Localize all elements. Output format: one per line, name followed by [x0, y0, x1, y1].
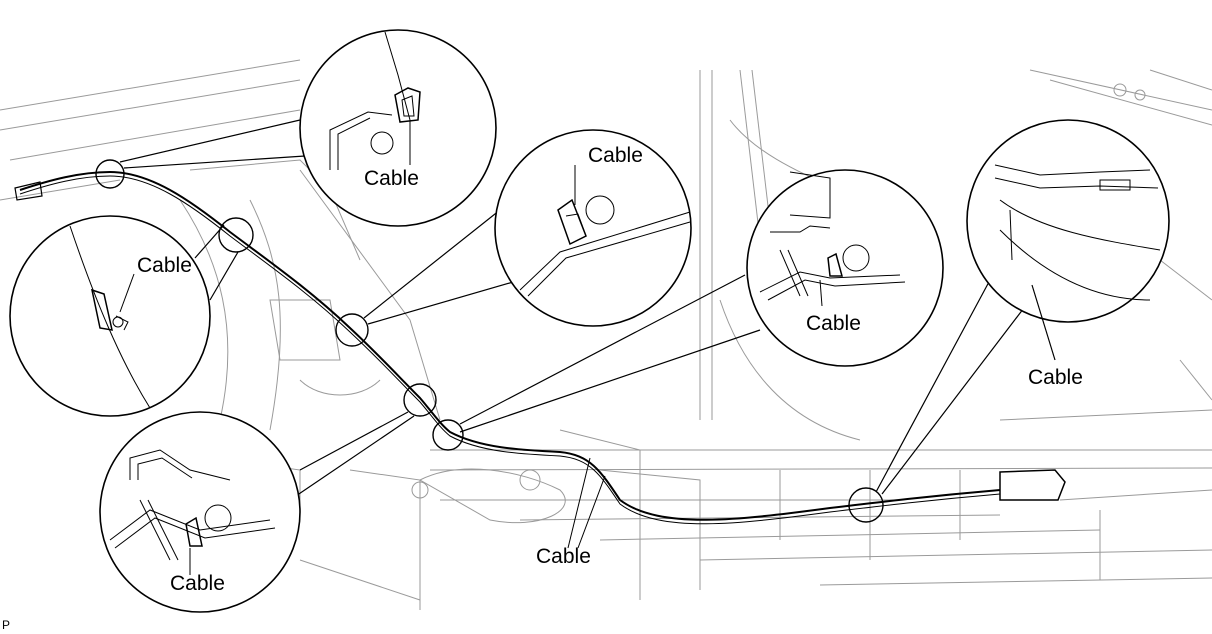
label-cable-bottom-center: Cable [536, 545, 591, 568]
vehicle-body-outline [0, 59, 1212, 610]
label-cable-bottom-left: Cable [170, 572, 225, 595]
clamp-marker-6 [848, 487, 884, 523]
clamp-marker-2 [218, 217, 254, 253]
detail-circle-right [966, 119, 1170, 361]
clamp-marker-5 [432, 419, 464, 451]
label-cable-upper-mid: Cable [588, 144, 643, 167]
bottom-cable-pointers [567, 457, 606, 549]
detail-circle-bottom-left [99, 411, 301, 613]
label-cable-right-mid: Cable [806, 312, 861, 335]
leader-lines [119, 119, 1031, 501]
cable-route [14, 170, 1066, 525]
clamp-markers [95, 159, 884, 523]
detail-circle-upper-mid [494, 129, 692, 327]
corner-marker: P [2, 618, 11, 632]
detail-circle-left [9, 215, 211, 417]
label-cable-right: Cable [1028, 366, 1083, 389]
label-cable-left: Cable [137, 254, 192, 277]
detail-circle-top [299, 29, 497, 227]
detail-circle-right-mid [746, 169, 944, 367]
label-cable-top: Cable [364, 167, 419, 190]
clamp-marker-1 [95, 159, 125, 189]
clamp-marker-4 [403, 383, 437, 417]
clamp-marker-3 [335, 313, 369, 347]
